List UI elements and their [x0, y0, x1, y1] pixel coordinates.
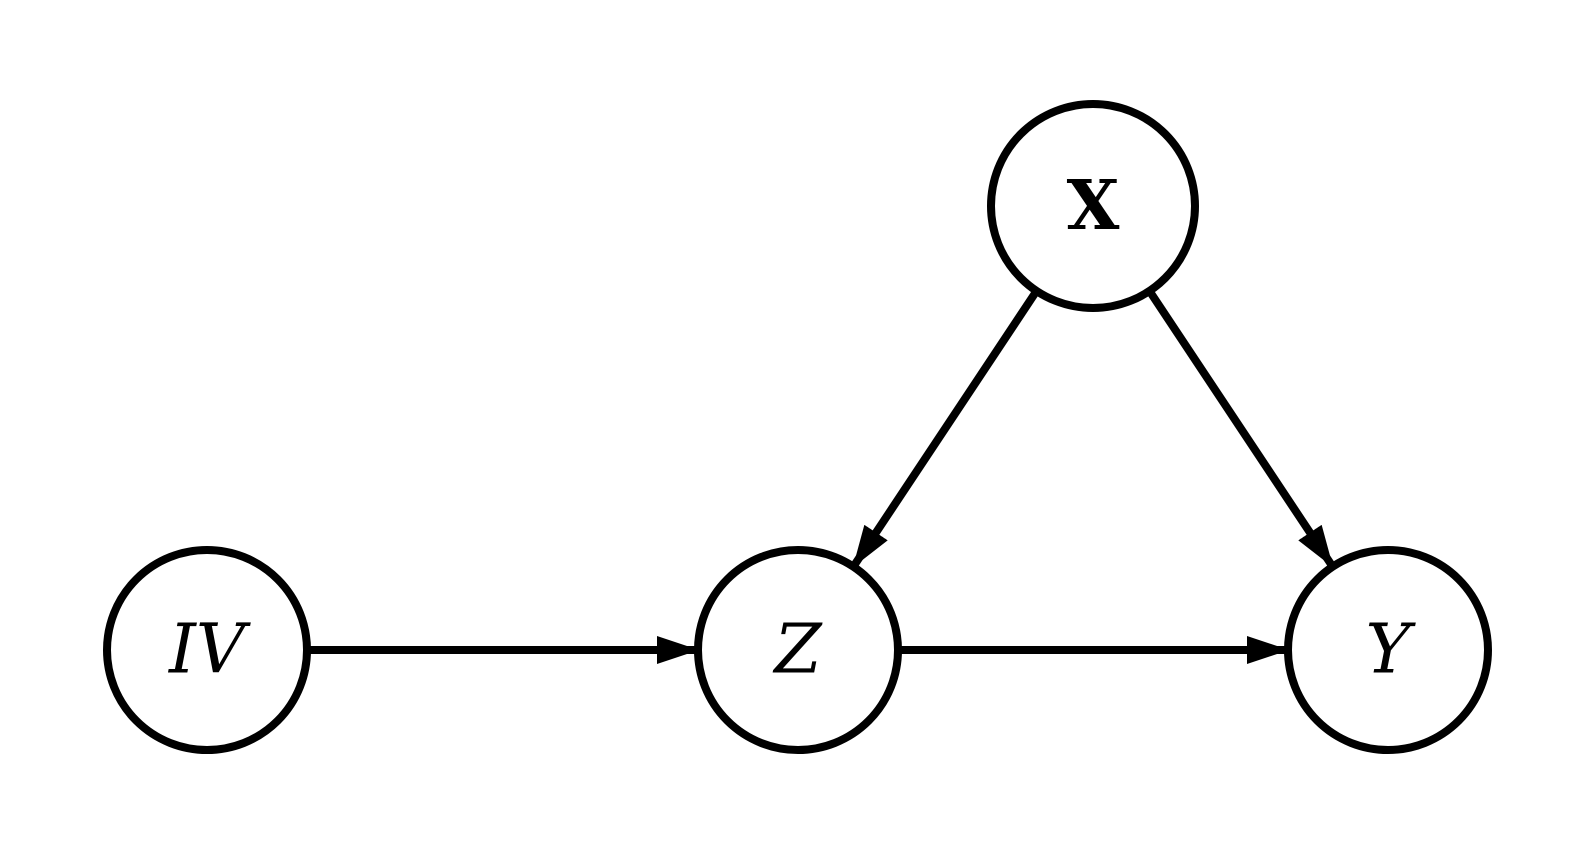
node-Z-circle — [694, 546, 902, 754]
node-Z-label: Z — [772, 611, 823, 690]
edge-X-Z — [850, 288, 1040, 569]
node-X-label: X — [1067, 166, 1120, 246]
node-Y-circle — [1284, 546, 1492, 754]
node-X-circle — [987, 100, 1199, 312]
node-IV-circle — [103, 546, 311, 754]
node-Y-label: Y — [1366, 611, 1417, 690]
node-IV-label: IV — [167, 611, 251, 690]
edge-X-Y — [1146, 288, 1336, 569]
